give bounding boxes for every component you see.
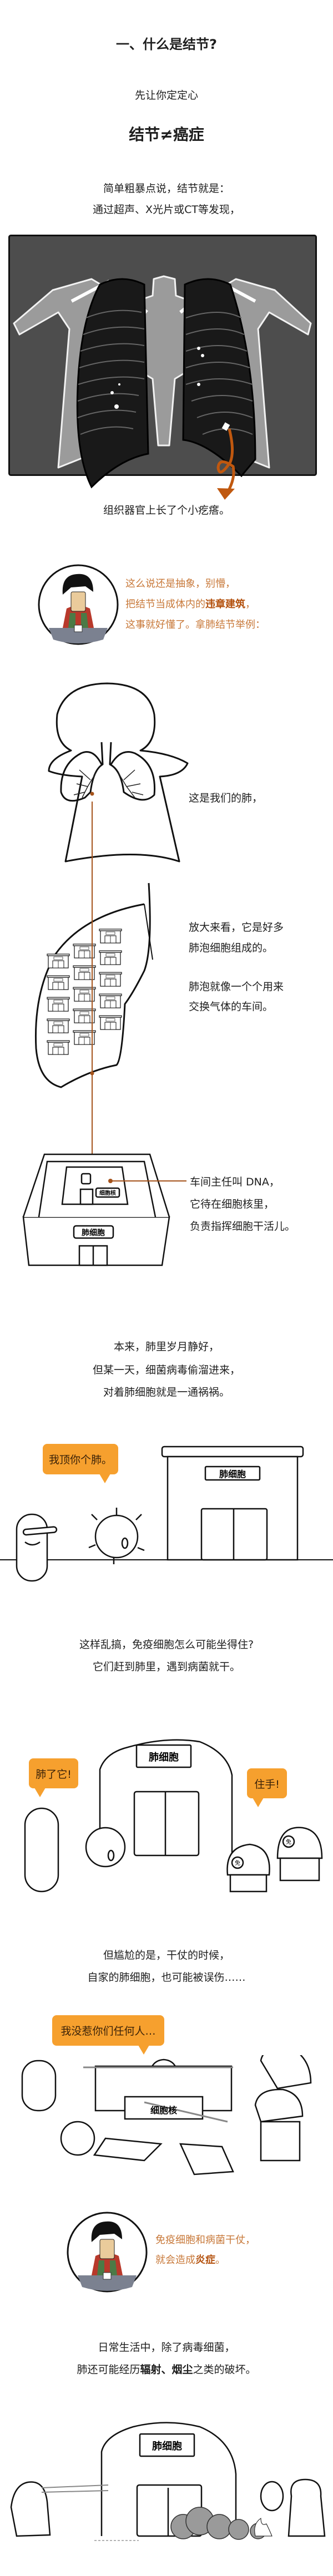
- story-text: 、: [161, 2364, 172, 2376]
- lung-cell-sign: 肺细胞: [219, 1469, 246, 1479]
- narrator-text: 就会造成: [155, 2254, 195, 2266]
- story-1-line-1: 本来，肺里岁月静好，: [113, 1341, 219, 1353]
- narrator-avatar: [67, 2212, 148, 2293]
- xray-caption: 组织器官上长了个小疙瘩。: [103, 504, 230, 516]
- alveolus-building: [99, 972, 122, 987]
- story-1-line-2: 但某一天，细菌病毒偷溜进来，: [92, 1364, 240, 1376]
- alveoli-caption-2: 肺泡细胞组成的。: [189, 942, 274, 954]
- narrator-line-2: 把结节当成体内的违章建筑，: [125, 598, 255, 611]
- alveolus-building: [73, 1008, 96, 1023]
- helmet-label: 免: [235, 1859, 240, 1867]
- lung-caption: 这是我们的肺，: [189, 792, 263, 804]
- definition-line-1: 简单粗暴点说，结节就是：: [103, 182, 230, 195]
- bacteria-character: [24, 1807, 59, 1893]
- alveolus-building: [99, 950, 122, 965]
- workshop-caption-1: 肺泡就像一个个用来: [189, 981, 284, 993]
- narrator-text: 。: [215, 2254, 225, 2266]
- virus-character: [60, 2121, 95, 2156]
- smoke-character: [287, 2478, 326, 2537]
- radiation-character: [10, 2481, 51, 2537]
- narrator-avatar: [38, 564, 119, 645]
- lung-cell-sign: 肺细胞: [149, 1751, 179, 1763]
- immune-soldier-character: [260, 2055, 312, 2090]
- highlight-term: 违章建筑: [205, 599, 245, 610]
- alveolus-building: [73, 965, 96, 980]
- intro-text: 先让你定定心: [134, 89, 198, 102]
- lung-cell-sign: 肺细胞: [82, 1228, 105, 1238]
- speech-bubble: 肺了它!: [29, 1758, 78, 1797]
- helmet-label: 免: [286, 1838, 291, 1845]
- fire-icon: [254, 2518, 273, 2537]
- chest-xray-illustration: [8, 235, 317, 500]
- alveolus-building: [47, 1040, 70, 1055]
- alveoli-illustration: [34, 883, 153, 1088]
- alveolus-building: [47, 975, 70, 990]
- highlight-term: 烟尘: [171, 2364, 193, 2376]
- alveolus-building: [47, 1018, 70, 1033]
- lung-cell-sign: 肺细胞: [152, 2440, 182, 2452]
- narrator-line-1: 这么说还是抽象，别懵，: [125, 578, 235, 590]
- dna-caption-1: 车间主任叫 DNA，: [190, 1176, 280, 1188]
- smoke-cloud: [170, 2507, 266, 2540]
- story-text: 之类的破坏。: [193, 2364, 256, 2376]
- virus-character: [85, 1827, 126, 1868]
- alveolus-building: [47, 997, 70, 1012]
- section-title: 一、什么是结节?: [116, 37, 217, 52]
- definition-line-2: 通过超声、X光片或CT等发现，: [93, 204, 240, 216]
- narrator-2-line-1: 免疫细胞和病菌干仗，: [155, 2234, 255, 2246]
- highlight-term: 辐射: [140, 2364, 162, 2376]
- story-2-line-2: 它们赶到肺里，遇到病菌就干。: [92, 1661, 240, 1673]
- bacteria-character: [16, 1513, 58, 1582]
- alveolus-building: [47, 954, 70, 968]
- speech-bubble: 住手!: [247, 1768, 287, 1807]
- story-1-line-3: 对着肺细胞就是一通祸祸。: [103, 1386, 230, 1398]
- connector-line: [92, 802, 93, 1154]
- immune-soldier-character: [226, 1827, 323, 1893]
- alveolus-building: [73, 944, 96, 959]
- dna-caption-2: 它待在细胞核里，: [190, 1198, 275, 1210]
- narrator-text: 把结节当成体内的: [125, 599, 205, 610]
- alveolus-building: [99, 929, 122, 944]
- radiation-smoke-scene: 肺细胞: [10, 2422, 326, 2541]
- narrator-line-3: 这事就好懂了。拿肺结节举例：: [125, 619, 265, 631]
- nucleus-sign: 细胞核: [99, 1189, 116, 1196]
- virus-character: [88, 1508, 145, 1564]
- lung-body-illustration: [48, 682, 189, 863]
- dna-manager-figure: [80, 1173, 92, 1185]
- headline: 结节≠癌症: [129, 125, 204, 144]
- alveolus-building: [99, 993, 122, 1008]
- story-3-line-1: 但尴尬的是，干仗的时候，: [103, 1949, 230, 1961]
- narrator-2-line-2: 就会造成炎症。: [155, 2254, 225, 2267]
- nucleus-sign: 细胞核: [150, 2105, 177, 2116]
- narrator-text: ，: [245, 599, 255, 610]
- story-4-line-1: 日常生活中，除了病毒细菌，: [98, 2341, 235, 2354]
- highlight-term: 炎症: [195, 2254, 215, 2266]
- alveolus-building: [99, 1015, 122, 1030]
- alveolus-building-grid: [47, 929, 122, 1055]
- workshop-caption-2: 交换气体的车间。: [189, 1001, 274, 1013]
- story-3-line-2: 自家的肺细胞，也可能被误伤……: [87, 1971, 246, 1984]
- nodule: [221, 422, 230, 431]
- alveolus-building: [73, 1030, 96, 1045]
- nodule-spots: [110, 347, 230, 431]
- alveoli-caption-1: 放大来看，它是好多: [189, 921, 284, 934]
- dna-caption-3: 负责指挥细胞干活儿。: [190, 1220, 296, 1233]
- arrow-icon: [216, 428, 235, 496]
- story-text: 肺还可能经历: [77, 2364, 140, 2376]
- invasion-scene: 肺细胞: [0, 1446, 333, 1582]
- immune-fight-scene: 肺细胞 免 免: [24, 1739, 323, 1893]
- speech-bubble: 我没惹你们任何人…: [52, 2015, 164, 2055]
- story-4-line-2: 肺还可能经历辐射、烟尘之类的破坏。: [0, 2362, 333, 2377]
- speech-bubble: 我顶你个肺。: [43, 1444, 118, 1483]
- alveolus-building: [73, 987, 96, 1002]
- lung-cell-building: 细胞核 肺细胞: [22, 1153, 186, 1266]
- bacteria-character: [21, 2060, 57, 2112]
- story-2-line-1: 这样乱搞，免疫细胞怎么可能坐得住?: [79, 1639, 254, 1651]
- collateral-damage-scene: 细胞核: [21, 2055, 312, 2176]
